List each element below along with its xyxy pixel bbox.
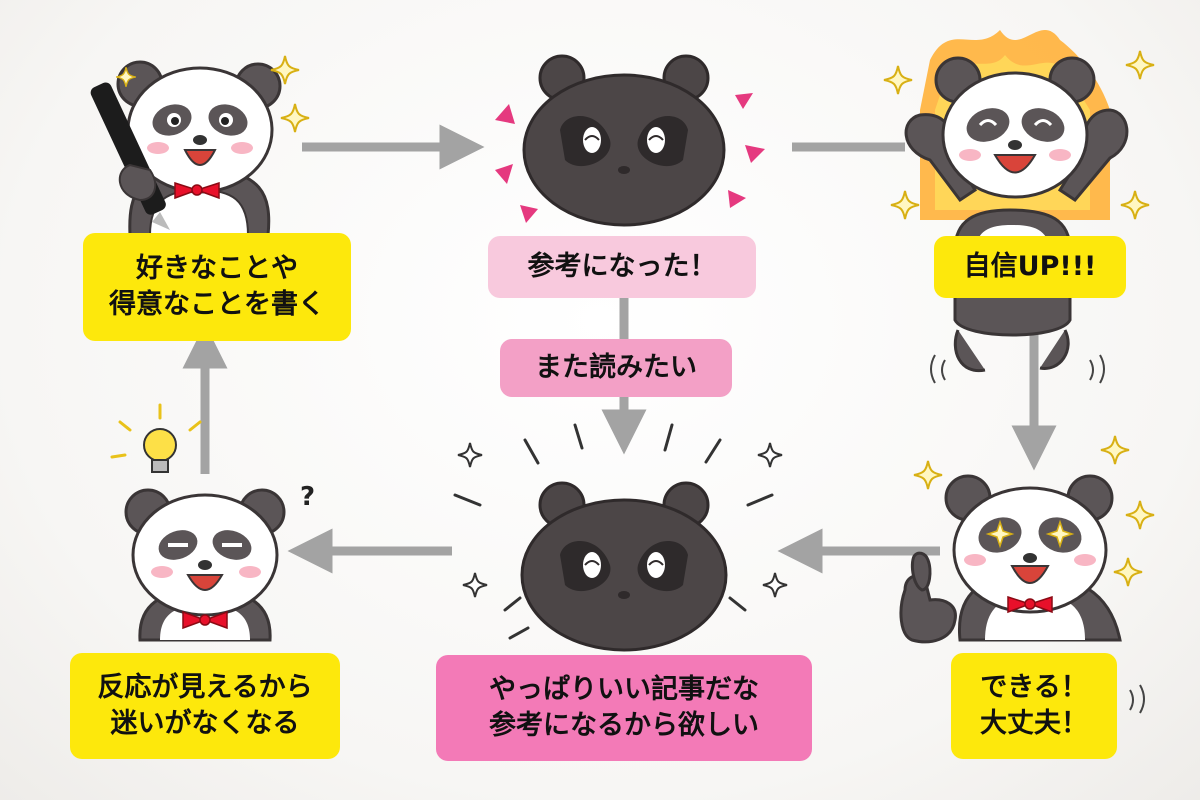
- node-useful: 参考になった！: [488, 236, 756, 298]
- node-useful-text: 参考になった！: [527, 250, 717, 282]
- tanuki-top-illustration: [495, 54, 765, 227]
- panda-writer-illustration: [90, 55, 310, 237]
- arrows: [182, 124, 1057, 574]
- question-mark: ?: [300, 482, 315, 512]
- node-good-article: やっぱりいい記事だな 参考になるから欲しい: [436, 655, 812, 761]
- node-good-article-line-1: やっぱりいい記事だな: [489, 673, 759, 705]
- node-can-do-line-2: 大丈夫！: [980, 708, 1088, 739]
- thumbs-up-icon: [899, 551, 957, 644]
- node-confidence-text: 自信UP!!!: [963, 250, 1097, 282]
- node-read-again-text: また読みたい: [535, 351, 697, 383]
- node-reaction: 反応が見えるから 迷いがなくなる: [70, 653, 340, 759]
- panda-confident-illustration: [883, 30, 1155, 384]
- node-reaction-line-1: 反応が見えるから: [97, 671, 313, 703]
- node-write: 好きなことや 得意なことを書く: [83, 233, 351, 341]
- lightbulb-icon: [110, 403, 202, 473]
- node-can-do: できる！ 大丈夫！: [951, 653, 1117, 759]
- node-can-do-line-1: できる！: [980, 671, 1088, 703]
- node-read-again: また読みたい: [500, 339, 732, 397]
- node-write-line-2: 得意なことを書く: [109, 289, 325, 320]
- panda-thinking-illustration: ?: [110, 403, 315, 642]
- panda-thumbsup-illustration: [899, 435, 1155, 714]
- node-reaction-line-2: 迷いがなくなる: [110, 708, 300, 739]
- tanuki-bottom-illustration: [453, 423, 788, 652]
- node-confidence: 自信UP!!!: [934, 236, 1126, 298]
- node-write-line-1: 好きなことや: [136, 252, 298, 284]
- node-good-article-line-2: 参考になるから欲しい: [489, 710, 759, 741]
